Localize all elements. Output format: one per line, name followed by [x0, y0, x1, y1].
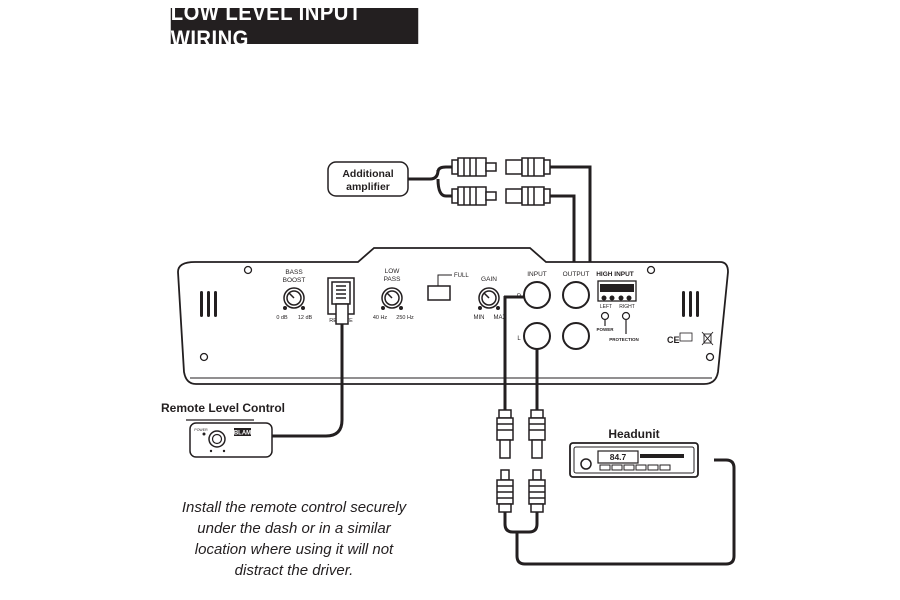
screw-bottom-right — [705, 352, 715, 362]
bass-boost-knob[interactable] — [283, 287, 305, 310]
vent-right — [682, 291, 699, 317]
bass-boost-max-label: 12 dB — [298, 315, 313, 321]
input-label: INPUT — [527, 271, 547, 278]
remote-brand-badge — [234, 428, 251, 436]
low-pass-max-label: 250 Hz — [396, 315, 414, 321]
screw-bottom-left — [199, 352, 209, 362]
power-led — [600, 311, 610, 326]
input-l-label: L — [517, 336, 521, 342]
remote-brand-label: BLAM — [234, 431, 251, 437]
screw-top-right — [646, 265, 656, 275]
bass-boost-label-line1: BASS — [285, 269, 303, 276]
headunit-volume-knob[interactable] — [580, 458, 592, 470]
bass-boost-min-label: 0 dB — [276, 315, 288, 321]
rca-plug-input-l-lower — [528, 469, 546, 513]
gain-min-label: MIN — [474, 315, 485, 321]
additional-amplifier-label-line1: Additional — [342, 168, 393, 180]
remote-port[interactable] — [327, 277, 355, 315]
input-jack-l[interactable] — [523, 322, 551, 350]
low-pass-knob[interactable] — [381, 287, 403, 310]
high-input-terminal[interactable] — [597, 280, 637, 302]
remote-level-control-device — [189, 422, 273, 458]
protection-led-label: PROTECTION — [609, 337, 639, 342]
high-input-left-label: LEFT — [600, 304, 612, 310]
remote-level-control-label: Remote Level Control — [161, 401, 285, 415]
ce-mark: CE — [667, 335, 680, 345]
headunit-preset-buttons[interactable] — [599, 464, 671, 471]
installation-note: Install the remote control securely unde… — [160, 497, 428, 581]
full-switch-bracket — [437, 274, 452, 286]
gain-label: GAIN — [481, 276, 497, 283]
headunit-cd-slot — [640, 454, 684, 458]
remote-cable — [272, 324, 344, 438]
remote-power-led — [202, 432, 206, 436]
low-pass-min-label: 40 Hz — [373, 315, 388, 321]
rca-plug-upper-male — [451, 157, 497, 177]
headunit-display-frequency: 84.7 — [610, 452, 627, 462]
installation-note-line-3: location where using it will not — [194, 541, 394, 558]
low-pass-label-line2: PASS — [384, 276, 402, 283]
certification-box — [679, 332, 693, 342]
output-label: OUTPUT — [563, 271, 590, 278]
protection-led — [621, 311, 631, 334]
input-jack-r[interactable] — [523, 281, 551, 309]
low-pass-label-line1: LOW — [385, 268, 401, 275]
output-jack-r[interactable] — [562, 281, 590, 309]
weee-bin-icon — [701, 331, 714, 346]
output-jack-l[interactable] — [562, 322, 590, 350]
output-cable-lower — [550, 194, 576, 292]
headunit-cable — [503, 458, 736, 566]
full-label: FULL — [454, 273, 469, 279]
rca-plug-lower-female — [505, 186, 551, 206]
rca-plug-input-r-lower — [496, 469, 514, 513]
additional-amplifier-label-line2: amplifier — [346, 181, 390, 193]
remote-power-label: POWER — [194, 428, 208, 432]
high-input-label: HIGH INPUT — [596, 271, 634, 278]
headunit-display — [597, 450, 639, 464]
screw-top-left — [243, 265, 253, 275]
remote-level-knob-center — [211, 433, 223, 445]
vent-left — [200, 291, 217, 317]
headunit-label: Headunit — [608, 427, 659, 441]
rca-plug-lower-male — [451, 186, 497, 206]
high-input-right-label: RIGHT — [619, 304, 635, 310]
power-led-label: POWER — [596, 327, 614, 332]
gain-max-label: MAX — [493, 315, 506, 321]
rca-plug-input-l-upper — [528, 409, 546, 459]
amplifier-body — [177, 247, 729, 385]
remote-min-dot — [209, 449, 213, 453]
bass-boost-label-line2: BOOST — [283, 277, 306, 284]
installation-note-line-1: Install the remote control securely — [181, 499, 407, 516]
remote-max-dot — [222, 449, 226, 453]
installation-note-line-4: distract the driver. — [234, 562, 354, 579]
installation-note-line-2: under the dash or in a similar — [197, 520, 391, 537]
rca-plug-input-r-upper — [496, 409, 514, 459]
gain-knob[interactable] — [478, 287, 500, 310]
output-cable-upper — [550, 165, 592, 298]
rca-plug-upper-female — [505, 157, 551, 177]
additional-amp-cable — [408, 165, 452, 198]
full-switch[interactable] — [427, 285, 451, 301]
remote-plug — [335, 303, 349, 325]
